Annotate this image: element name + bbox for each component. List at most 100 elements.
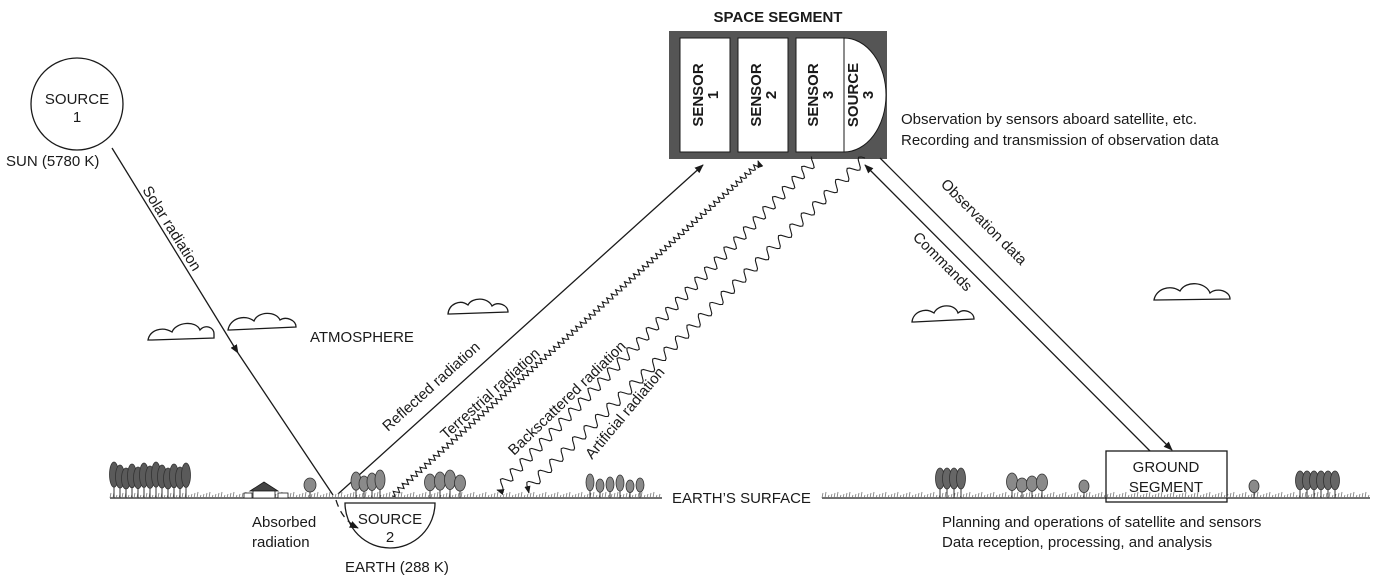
grass-blade [232, 491, 235, 499]
earth-surface-label: EARTH’S SURFACE [672, 490, 811, 507]
grass-blade [842, 493, 845, 499]
grass-blade [1220, 491, 1223, 499]
grass-blade [469, 492, 472, 499]
grass-blade [1052, 491, 1055, 499]
grass-blade [1199, 494, 1202, 499]
tree-icon [625, 479, 635, 498]
grass-blade [1214, 493, 1217, 499]
absorbed-radiation-arrow [335, 499, 359, 529]
grass-blade [1352, 491, 1355, 499]
grass-blade [1343, 494, 1346, 499]
grass-blade [616, 491, 619, 499]
commands-label: Commands [909, 229, 975, 295]
satellite: SENSOR 1 SENSOR 2 SENSOR 3 SOURCE 3 [669, 31, 887, 159]
grass-blade [127, 494, 130, 499]
grass-blade [1283, 494, 1286, 499]
grass-blade [364, 491, 367, 499]
grass-blade [1034, 493, 1037, 499]
sun-source-label: SOURCE [45, 91, 109, 108]
grass-blade [580, 491, 583, 499]
tree-icon [1006, 472, 1018, 498]
grass-blade [1073, 492, 1076, 499]
grass-blade [1217, 492, 1220, 499]
grass-blade [977, 492, 980, 499]
grass-blade [1055, 494, 1058, 499]
cloud-icon [227, 312, 297, 331]
grass-blade [493, 492, 496, 499]
grass-blade [869, 492, 872, 499]
sensor-2-label: SENSOR [748, 63, 765, 127]
grass-blade [223, 494, 226, 499]
grass-blade [1205, 492, 1208, 499]
tree-icon [374, 469, 386, 498]
grass-blade [334, 493, 337, 499]
grass-blade [295, 494, 298, 499]
grass-blade [836, 491, 839, 499]
grass-blade [1259, 494, 1262, 499]
sensor-3-box [795, 37, 845, 153]
grass-blade [382, 493, 385, 499]
grass-blade [238, 493, 241, 499]
grass-blade [229, 492, 232, 499]
grass-blade [980, 491, 983, 499]
grass-blade [556, 491, 559, 499]
grass-blade [1340, 491, 1343, 499]
grass-blade [376, 491, 379, 499]
solar-radiation-arrow [111, 147, 239, 354]
grass-blade [391, 494, 394, 499]
grass-blade [568, 491, 571, 499]
grass-blade [349, 492, 352, 499]
grass-blade [535, 494, 538, 499]
grass-blade [1226, 493, 1229, 499]
grass-blade [181, 492, 184, 499]
grass-blade [1208, 491, 1211, 499]
grass-blade [1232, 491, 1235, 499]
grass-blade [331, 494, 334, 499]
grass-blade [1043, 494, 1046, 499]
grass-blade [415, 494, 418, 499]
grass-blade [496, 491, 499, 499]
grass-blade [301, 492, 304, 499]
earth-caption: EARTH (288 K) [345, 559, 449, 576]
grass-blade [1238, 493, 1241, 499]
grass-blade [397, 492, 400, 499]
grass-blade [1028, 491, 1031, 499]
grass-blade [1016, 491, 1019, 499]
grass-blade [1235, 494, 1238, 499]
grass-blade [992, 491, 995, 499]
grass-blade [1157, 492, 1160, 499]
grass-blade [652, 491, 655, 499]
grass-blade [487, 494, 490, 499]
grass-blade [352, 491, 355, 499]
grass-blade [601, 492, 604, 499]
grass-blade [217, 492, 220, 499]
terrestrial-radiation-wave [391, 160, 764, 498]
grass-blade [1130, 493, 1133, 499]
tree-icon [454, 474, 466, 498]
grass-blade [1262, 493, 1265, 499]
grass-blade [1274, 493, 1277, 499]
grass-blade [640, 491, 643, 499]
grass-blade [1223, 494, 1226, 499]
grass-blade [1184, 491, 1187, 499]
grass-blade [866, 493, 869, 499]
grass-blade [529, 492, 532, 499]
cloud-icon [1153, 283, 1231, 301]
grass-blade [388, 491, 391, 499]
grass-blade [1265, 492, 1268, 499]
house-icon [243, 481, 289, 499]
sensor-1-box [679, 37, 731, 153]
grass-blade [1046, 493, 1049, 499]
grass-blade [157, 492, 160, 499]
grass-blade [1136, 491, 1139, 499]
tree-icon [424, 473, 436, 498]
grass-blade [463, 494, 466, 499]
grass-blade [358, 493, 361, 499]
grass-blade [1178, 493, 1181, 499]
grass-blade [1229, 492, 1232, 499]
grass-blade [457, 492, 460, 499]
grass-blade [1277, 492, 1280, 499]
grass-blade [1307, 494, 1310, 499]
grass-blade [340, 491, 343, 499]
grass-blade [830, 493, 833, 499]
